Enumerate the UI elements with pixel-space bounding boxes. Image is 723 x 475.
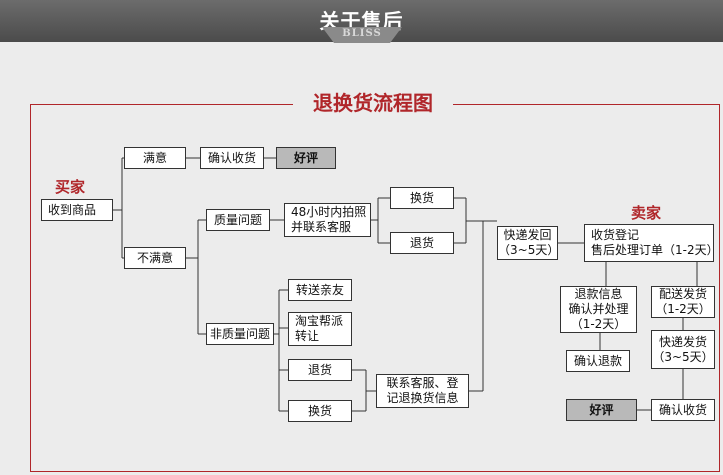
connector (113, 157, 124, 259)
confirm-refund-box: 确认退款 (566, 350, 630, 372)
contact-register-box: 联系客服、登 记退换货信息 (376, 374, 469, 408)
confirm-receipt-box-2: 确认收货 (651, 399, 715, 421)
return-box: 退货 (390, 232, 454, 254)
connector (274, 289, 288, 412)
buyer-label: 买家 (55, 178, 86, 196)
dispatch-box: 配送发货 （1-2天） (651, 286, 715, 318)
good-review-box: 好评 (276, 147, 336, 169)
return-box-2: 退货 (288, 359, 352, 381)
confirm-receipt-box: 确认收货 (200, 147, 264, 169)
contact-48h-box: 48小时内拍照 并联系客服 (284, 203, 371, 237)
seller-register-box: 收货登记 售后处理订单（1-2天） (584, 224, 719, 262)
banner-tab: BLISS (322, 27, 402, 43)
seller-label: 卖家 (631, 204, 662, 222)
refund-info-box: 退款信息 确认并处理 （1-2天） (560, 286, 637, 333)
connector (371, 197, 390, 244)
taobao-resell-box: 淘宝帮派 转让 (288, 312, 352, 346)
connector (454, 197, 497, 244)
connector (469, 221, 484, 392)
transfer-friend-box: 转送亲友 (288, 279, 352, 301)
exchange-box: 换货 (390, 187, 454, 209)
receive-goods-box: 收到商品 (41, 199, 113, 221)
express-return-box: 快递发回 （3~5天） (497, 226, 559, 260)
diagram-title: 退换货流程图 (293, 89, 453, 117)
exchange-box-2: 换货 (288, 400, 352, 422)
connector (352, 369, 376, 412)
connector (186, 219, 206, 335)
unsatisfied-box: 不满意 (124, 247, 186, 269)
satisfied-box: 满意 (124, 147, 186, 169)
quality-issue-box: 质量问题 (206, 209, 270, 231)
good-review-box-2: 好评 (566, 399, 637, 421)
express-ship-box: 快递发货 （3~5天） (651, 330, 715, 369)
banner-subtitle: BLISS (342, 28, 382, 39)
non-quality-issue-box: 非质量问题 (206, 323, 274, 345)
